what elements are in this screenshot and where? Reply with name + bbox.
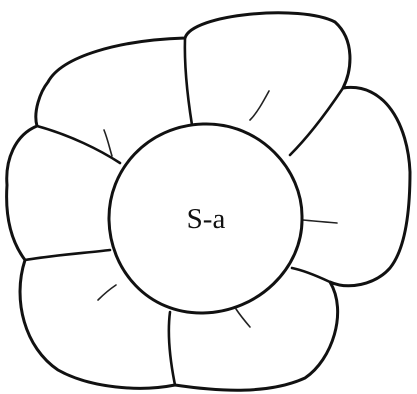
center-label: S-a: [187, 203, 226, 235]
